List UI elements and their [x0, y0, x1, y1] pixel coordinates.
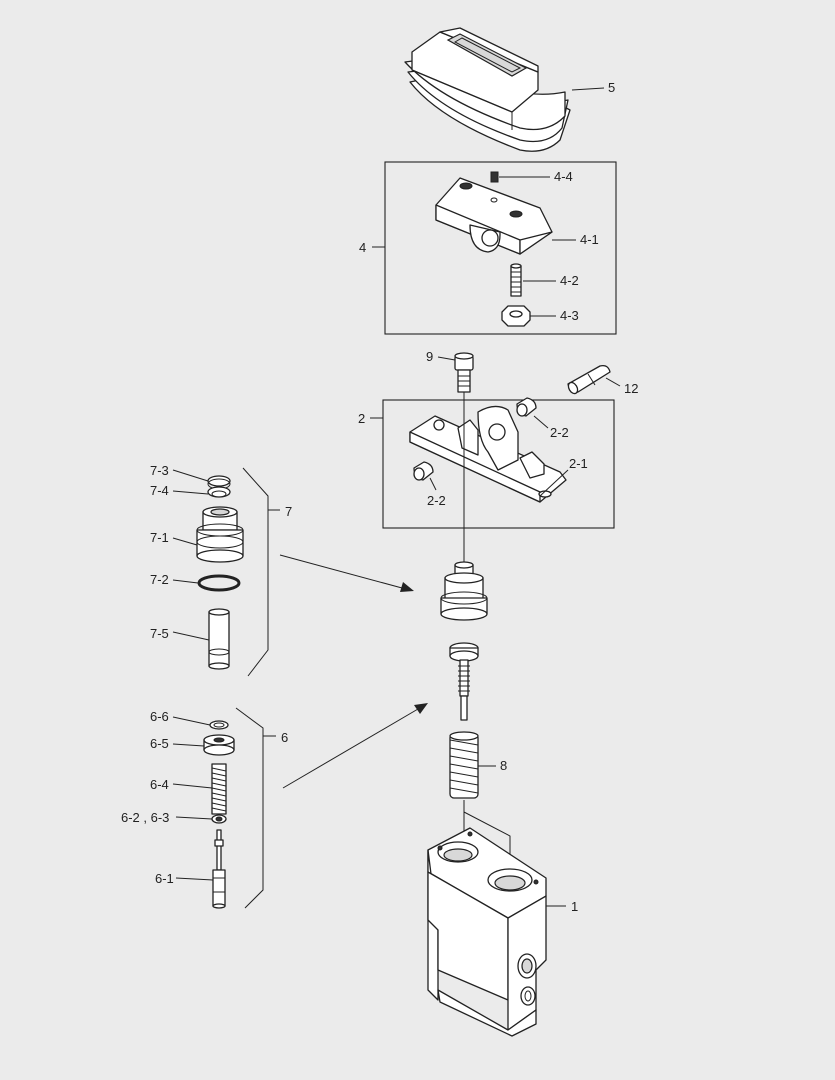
- label-6: 6: [281, 730, 288, 745]
- label-7-4: 7-4: [150, 483, 169, 498]
- part-2-2-bushing-bottom: [413, 461, 434, 481]
- leader-5: [571, 87, 605, 91]
- leader-6-4: [172, 783, 213, 789]
- leader-7-3: [172, 469, 209, 482]
- leader-6-5: [172, 743, 205, 747]
- leader-2-1: [539, 469, 569, 497]
- label-7-5: 7-5: [150, 626, 169, 641]
- label-8: 8: [500, 758, 507, 773]
- label-12: 12: [624, 381, 638, 396]
- part-12-pin: [567, 364, 611, 395]
- leader-6-1: [175, 877, 214, 881]
- label-2: 2: [358, 411, 365, 426]
- label-4-4: 4-4: [554, 169, 573, 184]
- bracket-6: [235, 707, 264, 909]
- label-6-1: 6-1: [155, 871, 174, 886]
- group-2-box: [382, 399, 615, 529]
- label-4-2: 4-2: [560, 273, 579, 288]
- part-4-3-nut: [501, 305, 531, 327]
- label-2-2a: 2-2: [550, 425, 569, 440]
- part-6-2-6-3-shim: [211, 814, 227, 824]
- part-6-1-spool: [212, 829, 226, 909]
- label-6-4: 6-4: [150, 777, 169, 792]
- leader-12: [605, 377, 621, 387]
- part-6-4-spring: [211, 763, 227, 815]
- label-9: 9: [426, 349, 433, 364]
- label-6-2-6-3: 6-2 , 6-3: [121, 810, 169, 825]
- bracket-7: [242, 467, 269, 677]
- label-7: 7: [285, 504, 292, 519]
- part-4-4-set-screw: [490, 171, 499, 183]
- part-7-2-o-ring: [197, 574, 241, 592]
- part-8-spring: [449, 731, 479, 799]
- group-4-box: [384, 161, 617, 335]
- part-2-1-bracket: [409, 405, 567, 503]
- label-7-3: 7-3: [150, 463, 169, 478]
- label-7-2: 7-2: [150, 572, 169, 587]
- label-4: 4: [359, 240, 366, 255]
- leader-2-2b: [429, 477, 437, 491]
- leader-6-2-6-3: [175, 816, 213, 820]
- part-7-1-plug: [196, 506, 244, 563]
- assembled-spool-6: [449, 642, 479, 721]
- part-7-5-push-rod: [208, 608, 230, 670]
- label-1: 1: [571, 899, 578, 914]
- part-7-4-seal-ring: [207, 486, 231, 498]
- leader-7-1: [172, 537, 198, 546]
- leader-9: [437, 356, 456, 361]
- label-5: 5: [608, 80, 615, 95]
- label-4-3: 4-3: [560, 308, 579, 323]
- part-1-valve-housing: [427, 827, 547, 1037]
- part-6-6-clip: [209, 720, 229, 730]
- label-2-1: 2-1: [569, 456, 588, 471]
- label-2-2b: 2-2: [427, 493, 446, 508]
- arrow-group-6-to-assembly: [282, 703, 428, 789]
- leader-7-2: [172, 579, 199, 584]
- label-7-1: 7-1: [150, 530, 169, 545]
- part-9-bolt: [454, 352, 474, 393]
- label-6-6: 6-6: [150, 709, 169, 724]
- label-4-1: 4-1: [580, 232, 599, 247]
- arrow-group-7-to-assembly: [279, 554, 414, 592]
- part-4-1-lever-block: [435, 177, 553, 255]
- part-4-2-threaded-stud: [510, 263, 522, 297]
- part-2-2-bushing-top: [516, 397, 537, 417]
- label-6-5: 6-5: [150, 736, 169, 751]
- leader-2-2a: [533, 415, 549, 429]
- leader-7-4: [172, 490, 209, 495]
- leader-7-5: [172, 631, 210, 641]
- part-6-5-spring-seat: [203, 734, 235, 756]
- part-5-boot: [404, 27, 571, 152]
- leader-6-6: [172, 716, 211, 726]
- assembled-plug-7: [440, 561, 488, 621]
